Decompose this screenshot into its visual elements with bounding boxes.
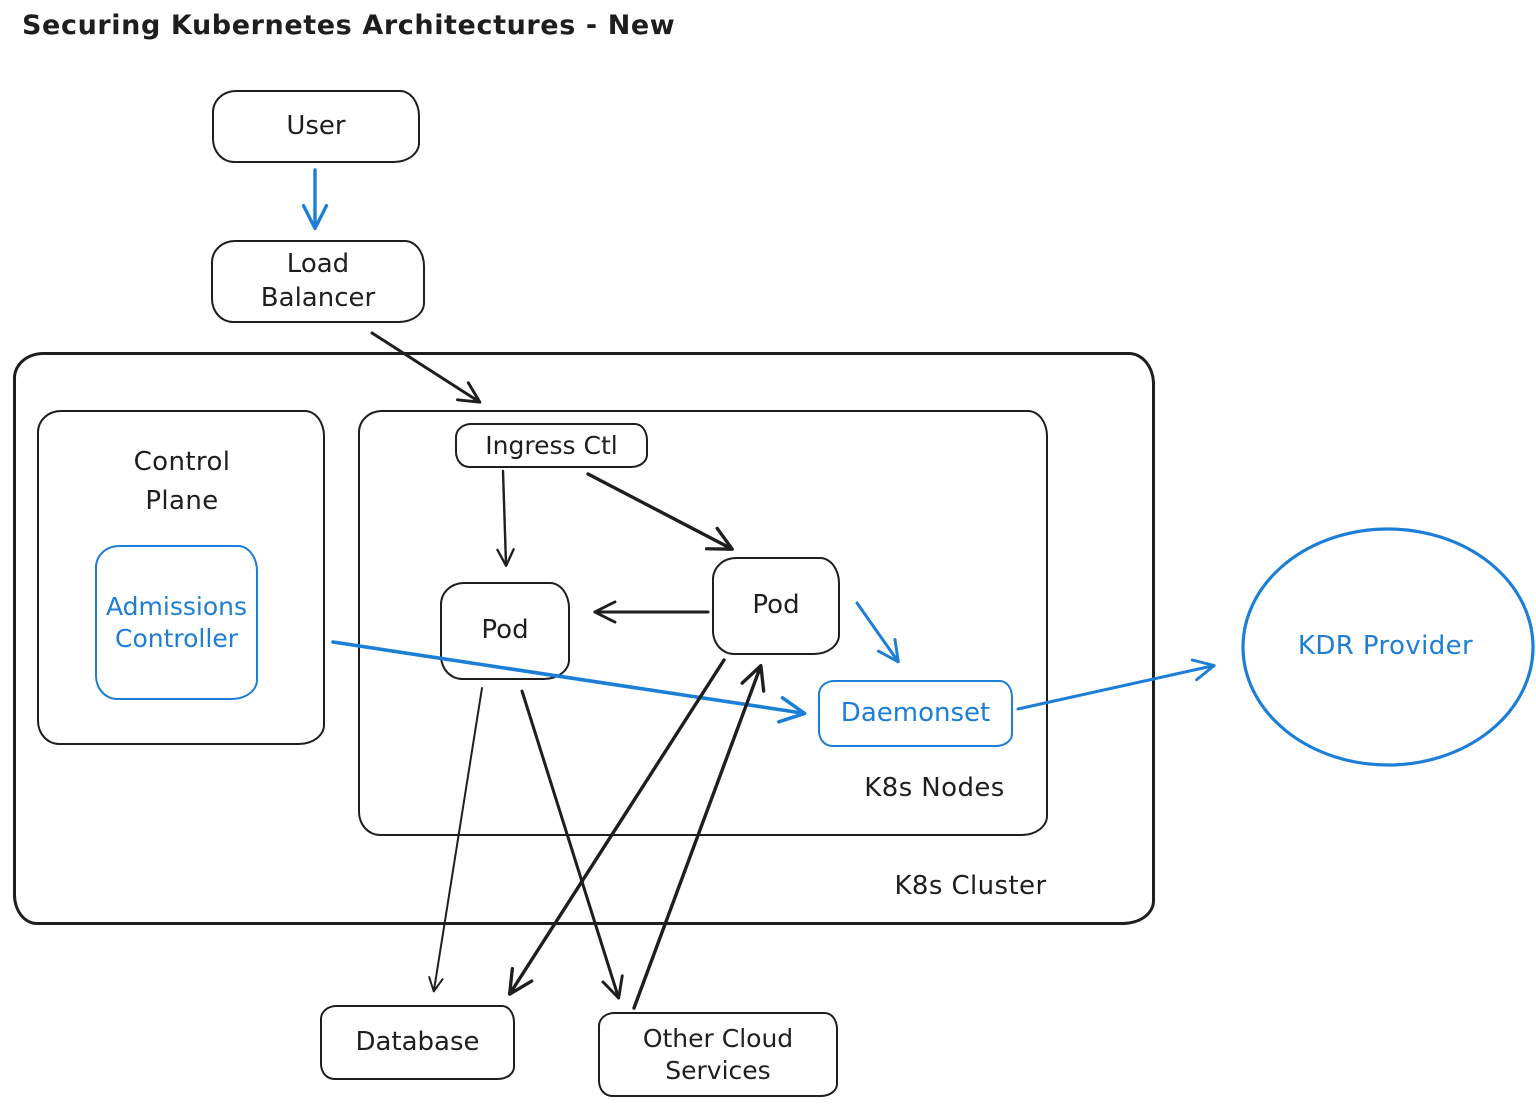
ingress-ctl-node[interactable]: Ingress Ctl xyxy=(455,423,648,468)
daemonset-node[interactable]: Daemonset xyxy=(818,680,1013,747)
user-node-label: User xyxy=(286,110,346,141)
admissions-controller-node[interactable]: Admissions Controller xyxy=(95,545,258,700)
k8s-nodes-label: K8s Nodes xyxy=(864,773,1005,803)
pod-right-node[interactable]: Pod xyxy=(712,557,840,655)
user-node[interactable]: User xyxy=(212,90,420,163)
kdr-provider-label: KDR Provider xyxy=(1297,631,1474,661)
control-plane-frame[interactable] xyxy=(37,410,325,745)
database-node-label: Database xyxy=(355,1026,480,1057)
other-cloud-services-node[interactable]: Other Cloud Services xyxy=(598,1012,838,1097)
pod-left-node[interactable]: Pod xyxy=(440,582,570,680)
daemonset-node-label: Daemonset xyxy=(840,697,991,728)
pod-left-node-label: Pod xyxy=(481,615,529,646)
load-balancer-node[interactable]: Load Balancer xyxy=(211,240,425,323)
k8s-cluster-label: K8s Cluster xyxy=(894,871,1047,901)
database-node[interactable]: Database xyxy=(320,1005,515,1080)
diagram-title: Securing Kubernetes Architectures - New xyxy=(22,10,676,41)
admissions-controller-node-label: Admissions Controller xyxy=(106,591,247,653)
load-balancer-node-label: Load Balancer xyxy=(260,249,376,313)
pod-right-node-label: Pod xyxy=(752,590,800,621)
control-plane-label: Control Plane xyxy=(133,447,231,516)
ingress-ctl-node-label: Ingress Ctl xyxy=(485,430,618,460)
other-cloud-services-node-label: Other Cloud Services xyxy=(642,1023,794,1085)
